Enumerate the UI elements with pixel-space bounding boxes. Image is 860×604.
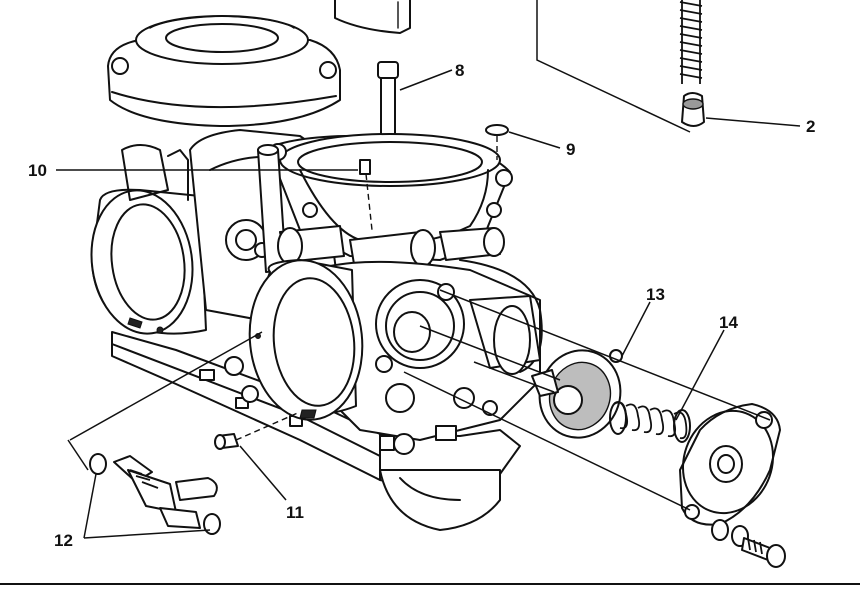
- callout-11: 11: [286, 503, 304, 522]
- cover-screw-washers: [711, 519, 786, 568]
- part-9-o-ring: [485, 124, 509, 160]
- part-2-spring-assembly: [536, 0, 705, 133]
- front-carburetor-body: [257, 133, 513, 277]
- callout-9: 9: [566, 140, 575, 159]
- front-lower-body: [329, 259, 543, 455]
- part-11-screw: [214, 411, 301, 450]
- callout-14: 14: [719, 313, 738, 332]
- part-13-diaphragm: [531, 349, 623, 439]
- callout-8: 8: [455, 61, 464, 80]
- callout-2: 2: [806, 117, 815, 136]
- leader-lines: [56, 69, 801, 511]
- top-plate-part: [334, 0, 411, 34]
- callout-12: 12: [54, 531, 73, 550]
- part-14-spring: [609, 401, 691, 443]
- callout-13: 13: [646, 285, 665, 304]
- base-plate: [111, 331, 521, 531]
- part-12-fitting: [67, 331, 263, 539]
- diaphragm-cover: [679, 403, 781, 526]
- callout-10: 10: [28, 161, 47, 180]
- front-air-funnel: [248, 259, 364, 421]
